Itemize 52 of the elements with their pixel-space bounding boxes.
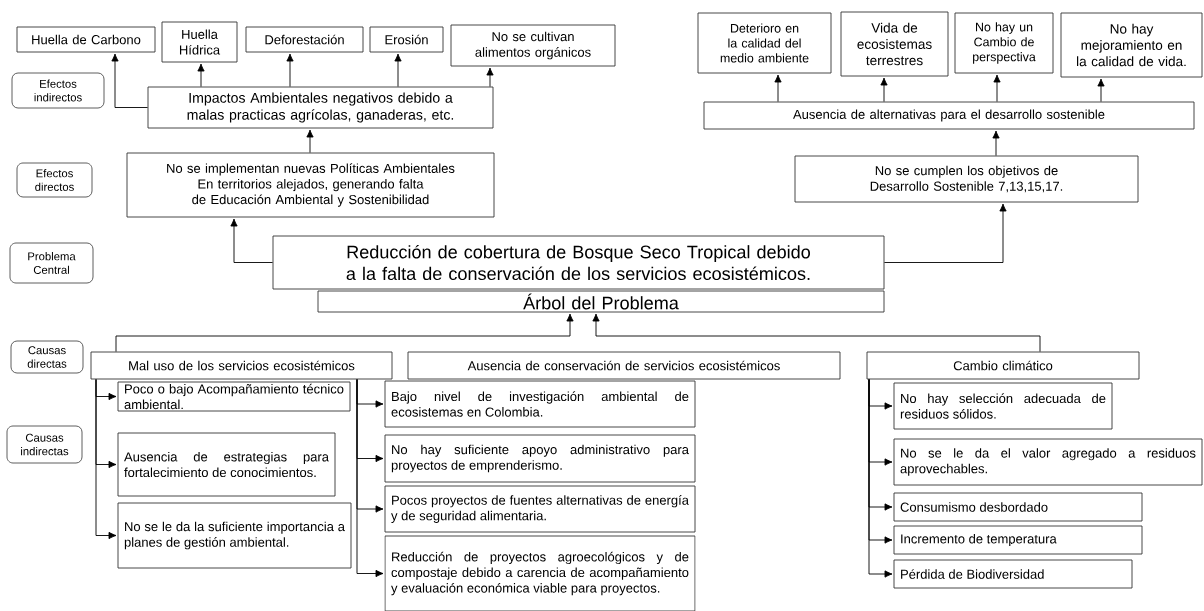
cause-box: No se le da el valor agregado a residuos aprovechables. bbox=[893, 438, 1203, 486]
effect-box: No se cultivan alimentos orgánicos bbox=[450, 24, 616, 67]
arrow bbox=[111, 53, 148, 108]
arrow bbox=[1097, 78, 1105, 102]
cause-box: Poco o bajo Acompañamiento técnico ambiental. bbox=[117, 381, 351, 412]
cause-box: Mal uso de los servicios ecosistémicos bbox=[90, 351, 393, 380]
arrow bbox=[592, 313, 1041, 352]
effect-box: No se cumplen los objetivos de Desarrollo Sostenible 7,13,15,17. bbox=[794, 155, 1139, 203]
arrow bbox=[95, 379, 117, 540]
cause-box: Reducción de proyectos agroecológicos y de compostaje debido a carencia de acompañamiento y evaluación económica viable para proyectos. bbox=[384, 535, 696, 611]
level-label: Efectos directos bbox=[16, 162, 93, 198]
effect-box: Ausencia de alternativas para el desarrollo sostenible bbox=[703, 101, 1195, 130]
effect-box: Huella Hídrica bbox=[161, 21, 238, 63]
cause-box: No hay suficiente apoyo administrativo para proyectos de emprenderismo. bbox=[384, 434, 696, 483]
effect-box: Huella de Carbono bbox=[16, 26, 156, 53]
cause-box: Cambio climático bbox=[866, 351, 1140, 380]
arrow bbox=[306, 129, 314, 153]
cause-box: No se le da la suficiente importancia a planes de gestión ambiental. bbox=[117, 502, 352, 569]
effect-box: Vida de ecosistemas terrestres bbox=[840, 11, 949, 77]
arrow bbox=[486, 67, 494, 87]
cause-box: Pérdida de Biodiversidad bbox=[893, 559, 1133, 589]
effect-box: No hay un Cambio de perspectiva bbox=[954, 12, 1054, 74]
cause-box: Incremento de temperatura bbox=[893, 525, 1143, 555]
arrow bbox=[774, 74, 782, 102]
arrow bbox=[884, 203, 1007, 263]
arrow bbox=[230, 218, 273, 263]
level-label: Causas indirectas bbox=[6, 425, 83, 464]
effect-box: No se implementan nuevas Políticas Ambientales En territorios alejados, generando falta de Educación Ambiental y Sostenibilidad bbox=[126, 152, 495, 218]
cause-box: Pocos proyectos de fuentes alternativas de energía y de seguridad alimentaria. bbox=[384, 485, 696, 533]
arrow bbox=[356, 379, 384, 578]
cause-box: Bajo nivel de investigación ambiental de ecosistemas en Colombia. bbox=[384, 380, 696, 428]
arrow bbox=[394, 53, 402, 87]
level-label: Problema Central bbox=[9, 242, 94, 284]
effect-box: Erosión bbox=[369, 26, 444, 53]
arrow bbox=[197, 63, 205, 87]
arrow bbox=[115, 313, 574, 352]
level-label: Efectos indirectos bbox=[11, 72, 105, 109]
title-box: Árbol del Problema bbox=[317, 290, 885, 313]
cause-box: No hay selección adecuada de residuos sólidos. bbox=[893, 382, 1113, 430]
cause-box: Ausencia de estrategias para fortalecimiento de conocimientos. bbox=[117, 432, 336, 497]
arrow bbox=[992, 130, 1000, 156]
effect-box: Deforestación bbox=[245, 26, 364, 53]
arrow bbox=[868, 379, 893, 578]
effect-box: No hay mejoramiento en la calidad de vida. bbox=[1060, 12, 1203, 78]
level-label: Causas directas bbox=[10, 340, 84, 374]
effect-box: Impactos Ambientales negativos debido a malas practicas agrícolas, ganaderas, etc. bbox=[147, 86, 494, 129]
cause-box: Consumismo desbordado bbox=[893, 492, 1143, 522]
cause-box: Ausencia de conservación de servicios ecosistémicos bbox=[407, 351, 841, 380]
effect-box: Deterioro en la calidad del medio ambiente bbox=[697, 12, 832, 74]
arrow bbox=[993, 74, 1001, 102]
arrow bbox=[880, 77, 888, 102]
arrow bbox=[286, 53, 294, 87]
